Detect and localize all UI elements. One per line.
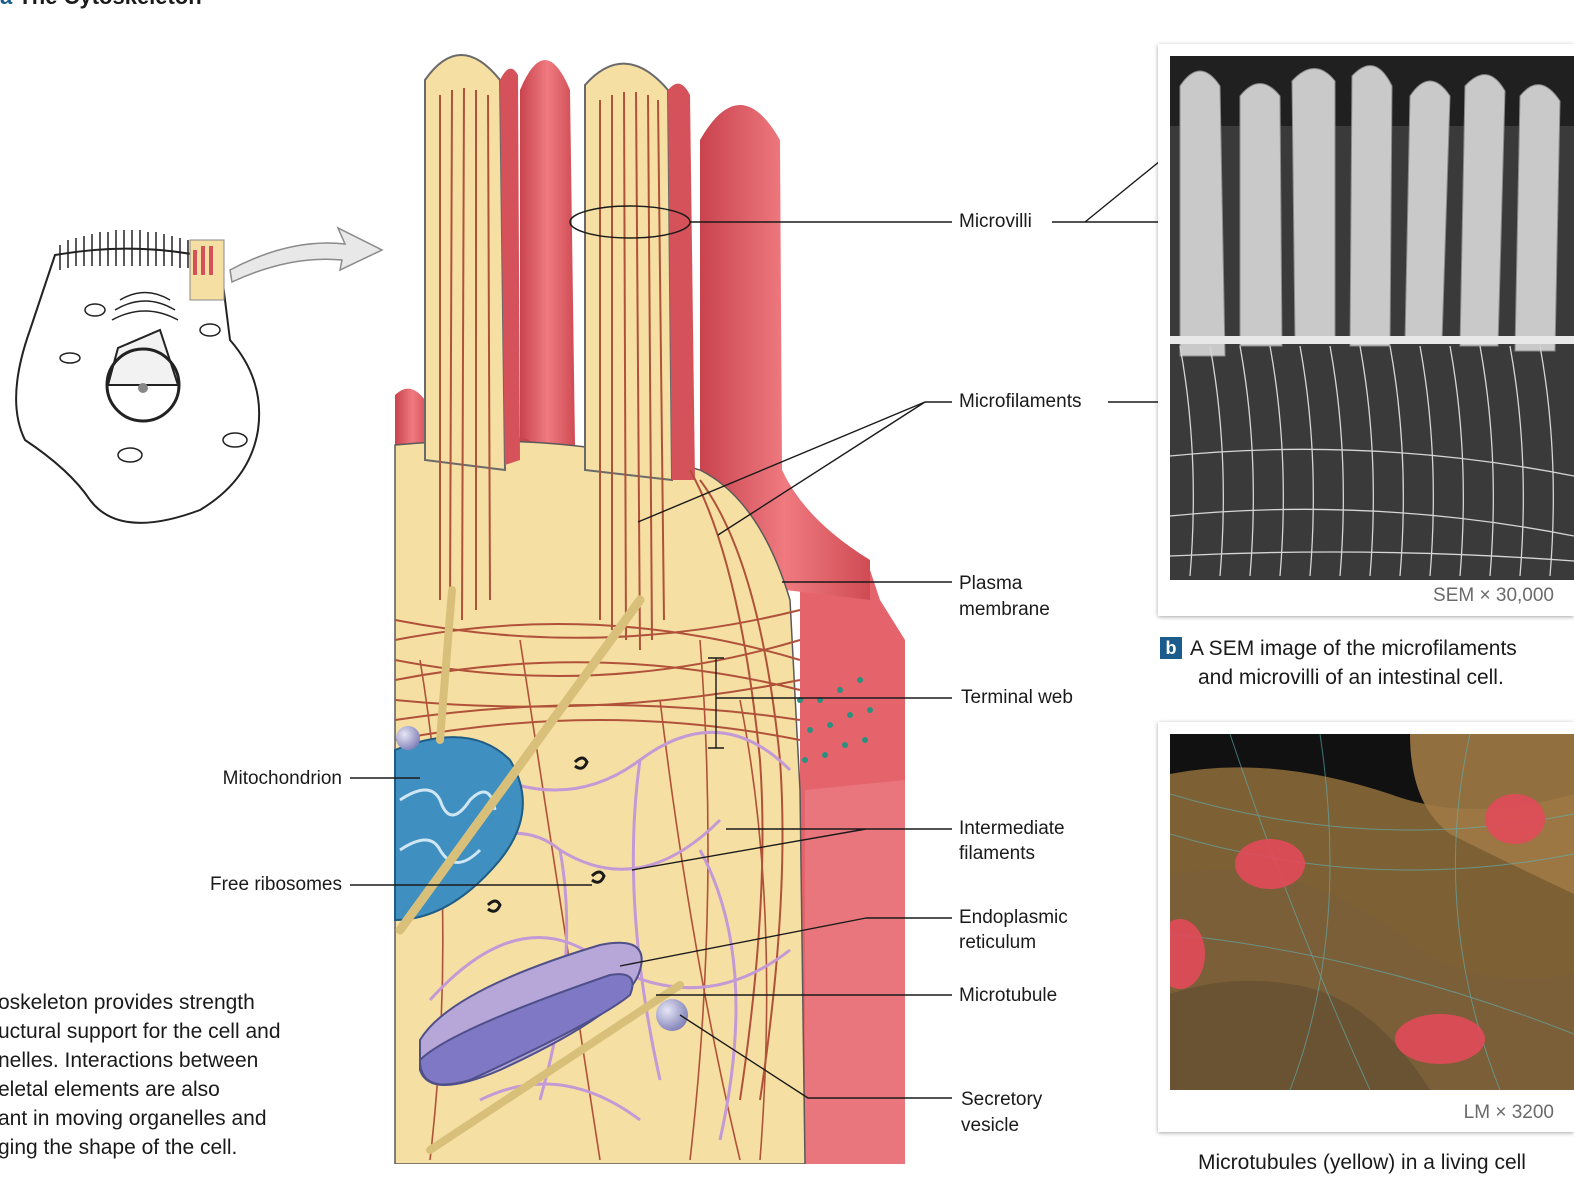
sem-image [1170,56,1574,580]
caption-b-letter: b [1160,637,1182,659]
label-free-ribosomes: Free ribosomes [210,872,342,897]
description-line-3: nelles. Interactions between [0,1046,258,1075]
label-plasma-membrane-line1: Plasma [959,571,1022,596]
label-plasma-membrane-line2: membrane [959,597,1050,622]
description-line-2: uctural support for the cell and [0,1017,281,1046]
label-microvilli: Microvilli [959,209,1032,234]
label-secretory-line1: Secretory [961,1087,1042,1112]
description-line-4: eletal elements are also [0,1075,220,1104]
description-line-5: ant in moving organelles and [0,1104,267,1133]
label-intermediate-line1: Intermediate [959,816,1065,841]
label-er-line1: Endoplasmic [959,905,1068,930]
lm-image [1170,734,1574,1090]
cell-overview [16,230,259,523]
zoom-arrow [230,228,382,282]
label-mitochondrion: Mitochondrion [223,766,342,791]
label-microfilaments: Microfilaments [959,389,1081,414]
description-line-1: oskeleton provides strength [0,988,255,1017]
lm-scale: LM × 3200 [1464,1102,1554,1124]
label-er-line2: reticulum [959,930,1036,955]
label-terminal-web: Terminal web [961,685,1073,710]
label-intermediate-line2: filaments [959,841,1035,866]
caption-b-line2: and microvilli of an intestinal cell. [1198,663,1504,692]
caption-c-line1: Microtubules (yellow) in a living cell [1198,1148,1526,1177]
sem-photo-card: SEM × 30,000 [1158,44,1574,616]
sem-scale: SEM × 30,000 [1433,585,1554,607]
label-microtubule: Microtubule [959,983,1057,1008]
lm-photo-card: LM × 3200 [1158,722,1574,1132]
label-secretory-line2: vesicle [961,1113,1019,1138]
description-line-6: ging the shape of the cell. [0,1133,237,1162]
